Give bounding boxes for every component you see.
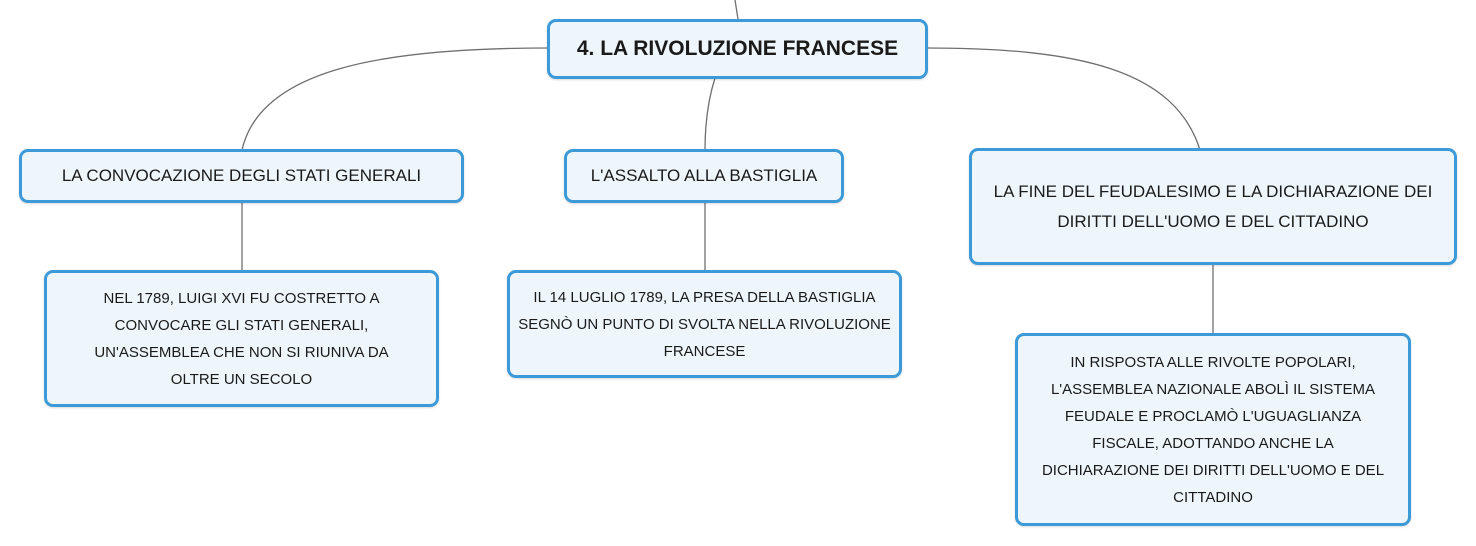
connector-parent-to-root [734,0,739,20]
topic-node-stati-generali[interactable]: LA CONVOCAZIONE DEGLI STATI GENERALI [19,149,464,203]
connector-root-to-topic-2 [704,77,716,151]
detail-node-stati-generali[interactable]: NEL 1789, LUIGI XVI FU COSTRETTO A CONVO… [44,270,439,407]
topic-node-fine-feudalesimo[interactable]: LA FINE DEL FEUDALESIMO E LA DICHIARAZIO… [969,148,1457,265]
detail-node-bastiglia[interactable]: IL 14 LUGLIO 1789, LA PRESA DELLA BASTIG… [507,270,902,378]
detail-node-text: IN RISPOSTA ALLE RIVOLTE POPOLARI, L'ASS… [1041,353,1385,506]
topic-node-bastiglia[interactable]: L'ASSALTO ALLA BASTIGLIA [564,149,844,203]
topic-node-label: LA FINE DEL FEUDALESIMO E LA DICHIARAZIO… [993,181,1433,231]
connector-root-to-topic-3 [926,47,1201,151]
root-node[interactable]: 4. LA RIVOLUZIONE FRANCESE [547,19,928,79]
connector-root-to-topic-1 [241,47,549,151]
root-node-label: 4. LA RIVOLUZIONE FRANCESE [576,37,899,60]
detail-node-text: IL 14 LUGLIO 1789, LA PRESA DELLA BASTIG… [518,288,891,360]
detail-node-text: NEL 1789, LUIGI XVI FU COSTRETTO A CONVO… [94,289,389,388]
topic-node-label: L'ASSALTO ALLA BASTIGLIA [590,166,818,185]
detail-node-fine-feudalesimo[interactable]: IN RISPOSTA ALLE RIVOLTE POPOLARI, L'ASS… [1015,333,1411,526]
topic-node-label: LA CONVOCAZIONE DEGLI STATI GENERALI [61,166,422,185]
